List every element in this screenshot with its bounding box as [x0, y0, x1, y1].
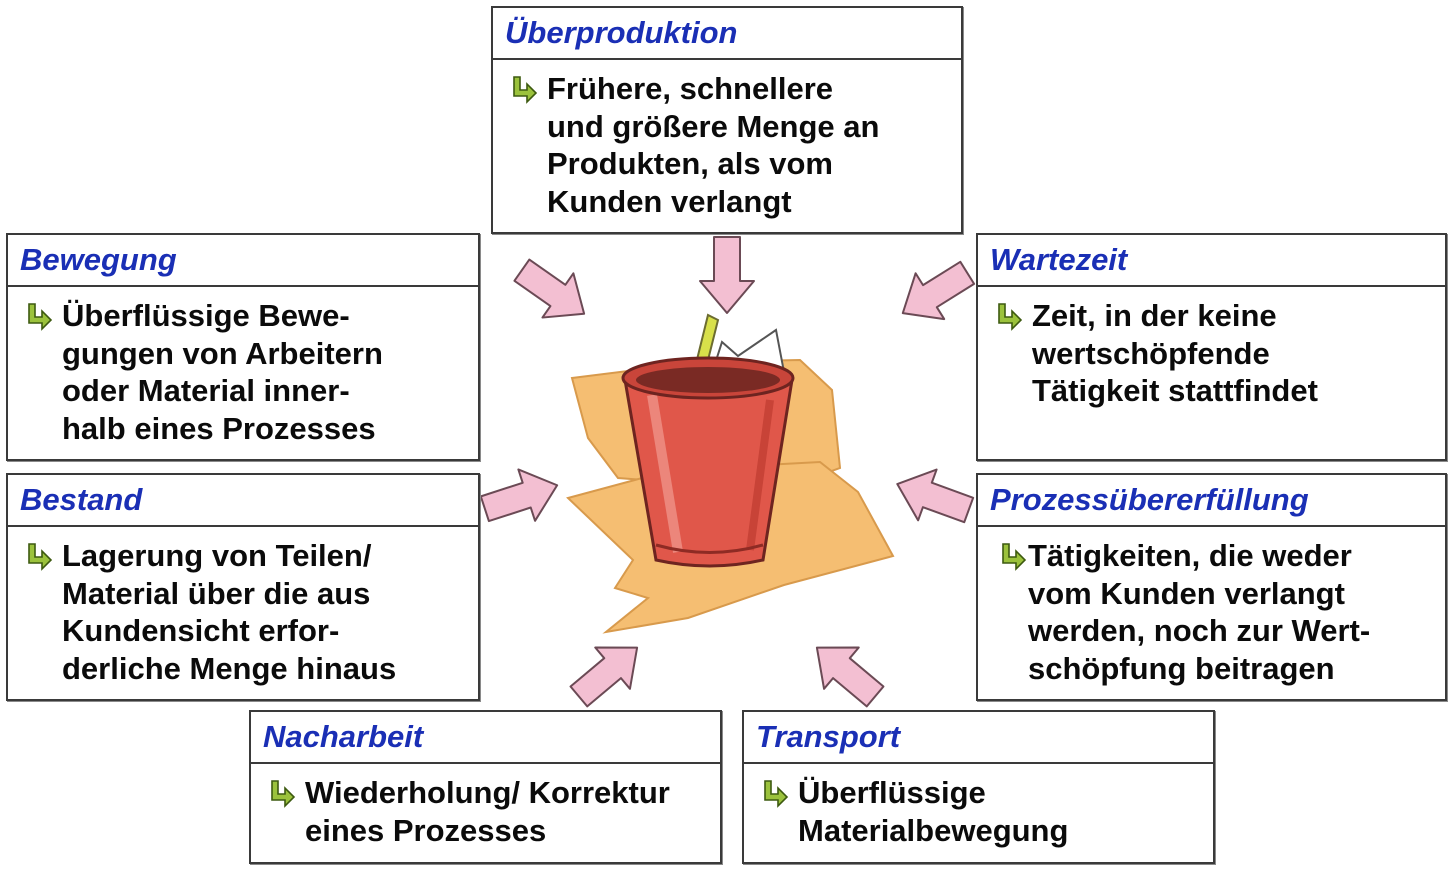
- green-arrow-bullet-icon: [28, 303, 53, 331]
- box-transport: Transport Überflüssige Materialbewegung: [742, 710, 1215, 864]
- arrow-from-nacharbeit: [560, 625, 656, 719]
- box-prozessuebererfuellung: Prozessübererfüllung Tätigkeiten, die we…: [976, 473, 1447, 701]
- box-title: Bestand: [8, 475, 478, 527]
- arrow-from-transport: [798, 625, 894, 719]
- box-title: Nacharbeit: [251, 712, 720, 764]
- green-arrow-bullet-icon: [513, 76, 538, 104]
- box-title: Bewegung: [8, 235, 478, 287]
- green-arrow-bullet-icon: [764, 780, 789, 808]
- green-arrow-bullet-icon: [28, 543, 53, 571]
- arrow-from-bewegung: [505, 247, 601, 337]
- arrow-from-prozessuebererfuellung: [887, 457, 979, 537]
- box-description: Tätigkeiten, die weder vom Kunden verlan…: [1028, 538, 1371, 686]
- arrow-from-wartezeit: [887, 248, 983, 338]
- box-title: Überproduktion: [493, 8, 961, 60]
- green-arrow-bullet-icon: [998, 303, 1023, 331]
- box-nacharbeit: Nacharbeit Wiederholung/ Korrektur eines…: [249, 710, 722, 864]
- box-description: Überflüssige Bewe- gungen von Arbeitern …: [62, 298, 383, 446]
- green-arrow-bullet-icon: [271, 780, 296, 808]
- box-ueberproduktion: Überproduktion Frühere, schnellere und g…: [491, 6, 963, 234]
- box-description: Wiederholung/ Korrektur eines Prozesses: [305, 775, 670, 848]
- box-title: Prozessübererfüllung: [978, 475, 1445, 527]
- arrow-from-bestand: [475, 458, 567, 536]
- box-bestand: Bestand Lagerung von Teilen/ Material üb…: [6, 473, 480, 701]
- box-description: Überflüssige Materialbewegung: [798, 775, 1069, 848]
- box-title: Wartezeit: [978, 235, 1445, 287]
- green-arrow-bullet-icon: [1002, 543, 1027, 571]
- arrow-from-ueberproduktion: [699, 236, 755, 314]
- box-wartezeit: Wartezeit Zeit, in der keine wertschöpfe…: [976, 233, 1447, 461]
- box-title: Transport: [744, 712, 1213, 764]
- box-description: Lagerung von Teilen/ Material über die a…: [62, 538, 397, 686]
- waste-bin-icon: [621, 356, 795, 568]
- box-description: Frühere, schnellere und größere Menge an…: [547, 71, 880, 219]
- box-bewegung: Bewegung Überflüssige Bewe- gungen von A…: [6, 233, 480, 461]
- box-description: Zeit, in der keine wertschöpfende Tätigk…: [1032, 298, 1318, 408]
